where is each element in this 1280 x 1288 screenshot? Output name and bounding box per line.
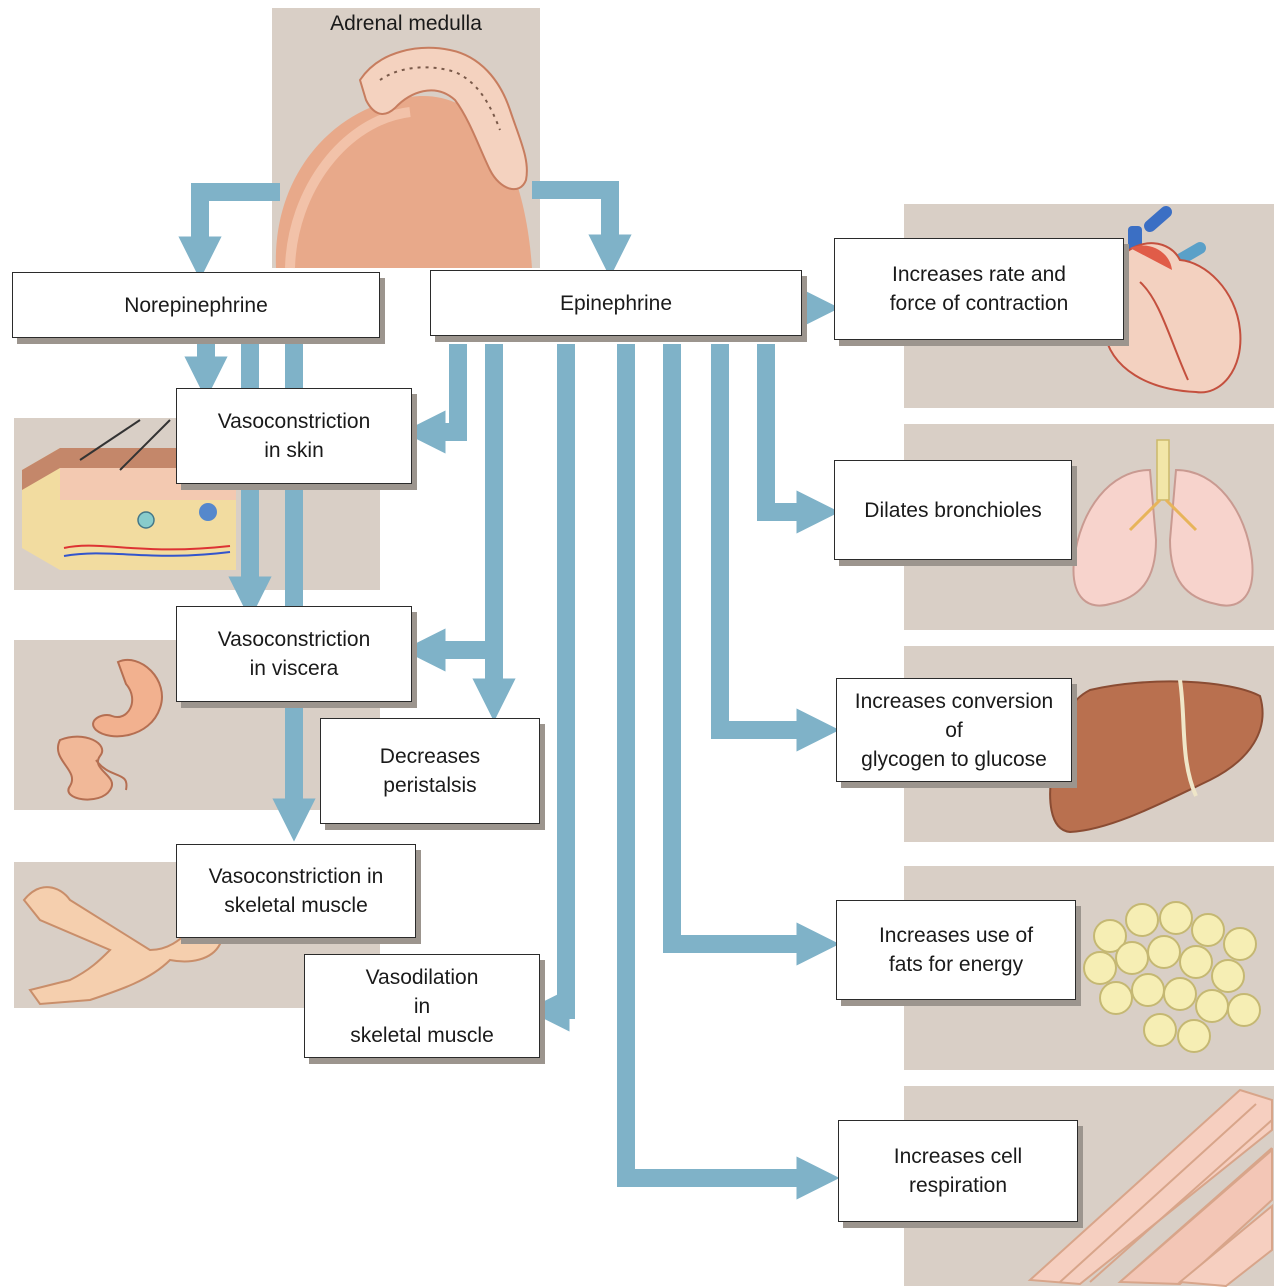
vasodilation-skeletal-box: Vasodilation in skeletal muscle — [304, 954, 540, 1058]
heart-effect-box: Increases rate and force of contraction — [834, 238, 1124, 340]
fats-effect-box: Increases use of fats for energy — [836, 900, 1076, 1000]
decreases-peristalsis-box: Decreases peristalsis — [320, 718, 540, 824]
arrow-ep-fats — [672, 344, 818, 944]
bronchioles-effect-box: Dilates bronchioles — [834, 460, 1072, 560]
arrow-ep-skin — [424, 344, 458, 432]
arrow-to-epinephrine — [532, 190, 610, 256]
arrow-ep-vasodilation — [548, 344, 566, 1010]
vasoconstriction-skeletal-box: Vasoconstriction in skeletal muscle — [176, 844, 416, 938]
epinephrine-box: Epinephrine — [430, 270, 802, 336]
glycogen-effect-box: Increases conversion of glycogen to gluc… — [836, 678, 1072, 782]
vasoconstriction-viscera-box: Vasoconstriction in viscera — [176, 606, 412, 702]
arrow-ep-bronchioles — [766, 344, 818, 512]
arrow-to-norepinephrine — [200, 192, 280, 258]
norepinephrine-box: Norepinephrine — [12, 272, 380, 338]
adrenal-medulla-label: Adrenal medulla — [290, 12, 522, 36]
vasoconstriction-skin-box: Vasoconstriction in skin — [176, 388, 412, 484]
cell-respiration-box: Increases cell respiration — [838, 1120, 1078, 1222]
